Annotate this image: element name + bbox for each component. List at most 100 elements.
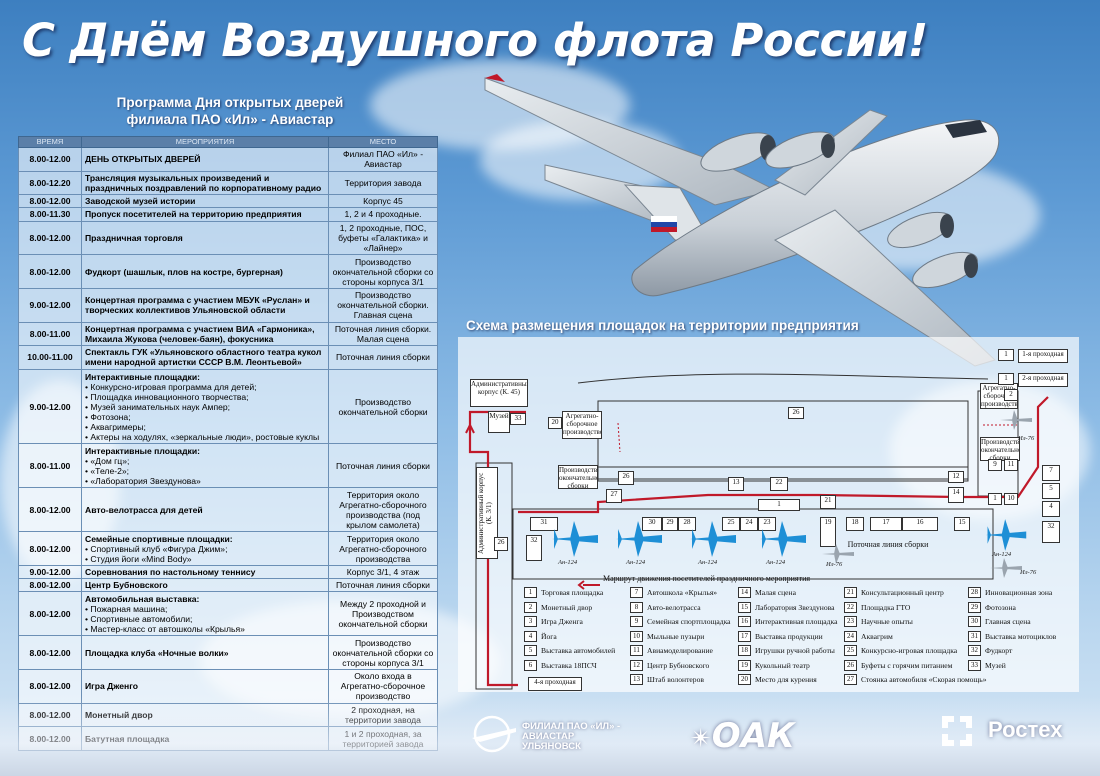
legend-label: Мыльные пузыри: [647, 631, 705, 641]
legend-label: Семейная спортплощадка: [647, 617, 731, 626]
map-agg-prod-left: Агрегатно-сборочное производство: [562, 411, 602, 439]
legend-number: 3: [524, 616, 537, 627]
time-cell: 9.00-12.00: [18, 564, 82, 580]
map-gate4: 4-я проходная: [528, 677, 582, 691]
oak-logo: ✴ОАК: [690, 716, 795, 756]
place-cell: Между 2 проходной и Производством оконча…: [328, 591, 438, 637]
event-cell: Концертная программа с участием МБУК «Ру…: [81, 288, 329, 323]
map-marker: 30: [642, 517, 662, 531]
map-marker: 1: [758, 499, 800, 511]
an124-plane-icon: [760, 521, 806, 557]
event-subitem: • «Теле-2»;: [85, 465, 130, 476]
event-title: Семейные спортивные площадки:: [85, 533, 233, 544]
place-cell: Производство окончательной сборки со сто…: [328, 635, 438, 671]
time-cell: 8.00-12.00: [18, 220, 82, 256]
legend-number: 24: [844, 630, 857, 642]
legend-label: Центр Бубновского: [647, 660, 710, 670]
legend-label: Выставка 18ПСЧ: [541, 660, 597, 670]
event-subitem: • Мастер-класс от автошколы «Крылья»: [85, 623, 245, 634]
event-title: Заводской музей истории: [85, 196, 196, 207]
map-marker: 19: [820, 517, 836, 547]
rostec-mark-icon: [942, 716, 972, 746]
legend-label: Интерактивная площадка: [755, 617, 838, 626]
map-admin-31-label: Административный корпус (К. 3/1): [477, 472, 493, 554]
aircraft-illustration: [484, 74, 1000, 367]
map-marker: 16: [902, 517, 938, 531]
il76-plane-icon: [990, 558, 1022, 578]
time-cell: 8.00-12.00: [18, 147, 82, 172]
time-cell: 8.00-12.20: [18, 170, 82, 195]
map-marker: 1: [998, 373, 1014, 385]
map-museum-label: Музей: [489, 412, 509, 420]
place-cell: Поточная линия сборки. Малая сцена: [328, 321, 438, 347]
map-final-prod: Производство окончательной сборки: [558, 465, 598, 489]
event-cell: ДЕНЬ ОТКРЫТЫХ ДВЕРЕЙ: [81, 147, 329, 172]
event-cell: Пропуск посетителей на территорию предпр…: [81, 207, 329, 222]
legend-item: 10 Мыльные пузыри: [630, 630, 705, 642]
legend-label: Выставка автомобилей: [541, 646, 616, 655]
time-cell: 8.00-12.00: [18, 487, 82, 533]
legend-number: 15: [738, 601, 751, 613]
an124-plane-icon: [616, 521, 662, 557]
event-title: Авто-велотрасса для детей: [85, 504, 203, 515]
il-logo-icon: [472, 715, 516, 753]
time-cell: 8.00-12.00: [18, 591, 82, 637]
route-label: Маршрут движения посетителей праздничног…: [603, 574, 811, 583]
an124-label: Ан-124: [558, 559, 578, 566]
legend-label: Малая сцена: [755, 588, 796, 597]
map-marker: 32: [1042, 521, 1060, 543]
map-marker: 26: [494, 537, 508, 551]
il-logo-line1: ФИЛИАЛ ПАО «ИЛ» -: [522, 721, 621, 732]
legend-number: 16: [738, 616, 751, 627]
event-cell: Автомобильная выставка:• Пожарная машина…: [81, 591, 329, 637]
event-title: Спектакль ГУК «Ульяновского областного т…: [85, 347, 322, 368]
event-subitem: • Спортивный клуб «Фигура Джим»;: [85, 543, 228, 554]
header-time: ВРЕМЯ: [18, 136, 82, 148]
legend-number: 22: [844, 601, 857, 613]
map-marker: 26: [618, 471, 634, 485]
legend-label: Фотозона: [985, 602, 1016, 612]
program-title: Программа Дня открытых дверей филиала ПА…: [60, 94, 400, 128]
il76-plane-icon: [822, 544, 854, 564]
legend-number: 28: [968, 587, 981, 598]
map-marker: 17: [870, 517, 902, 531]
time-cell: 8.00-12.00: [18, 254, 82, 289]
place-cell: Производство окончательной сборки. Главн…: [328, 288, 438, 323]
oak-logo-text: ОАК: [711, 716, 795, 756]
map-marker: 2: [1004, 389, 1018, 401]
map-marker: 23: [758, 517, 776, 531]
legend-number: 10: [630, 630, 643, 642]
event-cell: Семейные спортивные площадки:• Спортивны…: [81, 531, 329, 566]
map-gate2-label: 2-я проходная: [1022, 374, 1064, 382]
time-cell: 8.00-11.00: [18, 443, 82, 489]
map-marker: 1: [998, 349, 1014, 361]
map-marker: 20: [548, 417, 562, 429]
map-assembly-line-label: Поточная линия сборки: [847, 541, 929, 549]
event-title: Концертная программа с участием МБУК «Ру…: [85, 295, 310, 316]
map-marker: 10: [1004, 493, 1018, 505]
an124-label: Ан-124: [992, 551, 1012, 558]
rostec-logo-text: Ростех: [988, 716, 1063, 742]
legend-number: 8: [630, 601, 643, 613]
an124-plane-icon: [690, 521, 736, 557]
event-cell: Интерактивные площадки:• Конкурсно-игров…: [81, 368, 329, 445]
legend-label: Фудкорт: [985, 646, 1013, 655]
time-cell: 10.00-11.00: [18, 345, 82, 370]
an124-plane-icon: [552, 521, 598, 557]
il76-label: Ил-76: [826, 561, 843, 568]
il-logo-line3: УЛЬЯНОВСК: [522, 741, 581, 752]
